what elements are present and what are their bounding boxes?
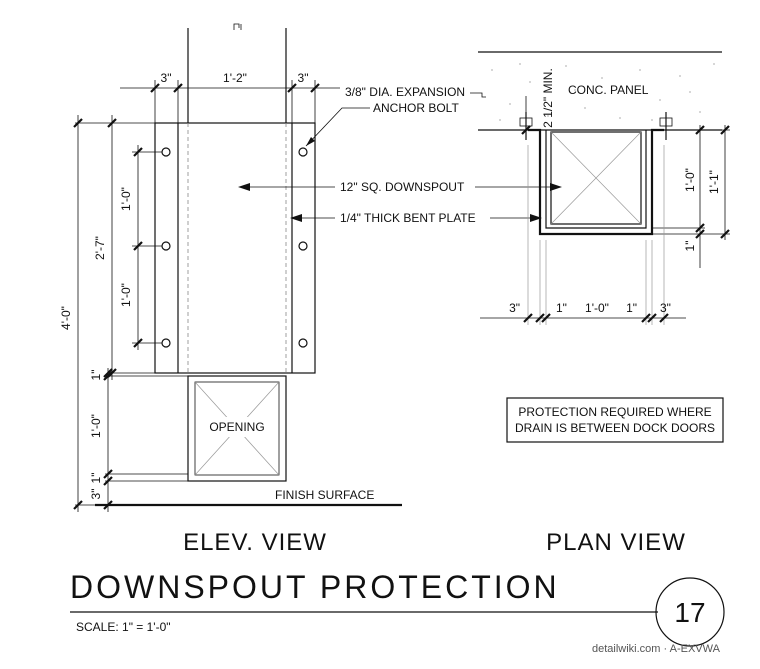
- dim-bottom-4: 3": [660, 301, 671, 315]
- top-dimensions: 3" 1'-2" 3": [120, 71, 340, 123]
- opening-dimensions: 1" 1'-0" 1" 3": [89, 368, 188, 512]
- detail-number: 17: [674, 597, 705, 628]
- dim-plate-height: 2'-7": [93, 236, 107, 260]
- anchor-bolt: [161, 338, 171, 348]
- dim-plate-thk: 1": [683, 241, 697, 252]
- plan-downspout: [550, 131, 642, 225]
- elevation-view-title: ELEV. VIEW: [183, 529, 327, 556]
- elevation-callouts: 3/8" DIA. EXPANSION ANCHOR BOLT 12" SQ. …: [238, 85, 562, 225]
- anchor-bolt: [298, 241, 308, 251]
- plan-depth-dimensions: 1'-0" 1'-1" 1": [652, 125, 730, 268]
- elevation-view: OPENING FINISH SURFACE 3" 1'-2" 3" 4: [59, 23, 562, 556]
- plan-view: CONC. PANEL 2 1/2" MIN.: [470, 51, 730, 556]
- bent-plate: [154, 122, 316, 374]
- concrete-panel: CONC. PANEL: [478, 51, 722, 131]
- anchor-bolt-callout-line1: 3/8" DIA. EXPANSION: [345, 85, 465, 99]
- watermark-credit: detailwiki.com · A-EXVWA: [592, 643, 721, 655]
- dim-gap-bottom: 1": [89, 473, 103, 484]
- min-clearance-dimension: 2 1/2" MIN.: [470, 68, 555, 140]
- finish-surface-label: FINISH SURFACE: [275, 488, 374, 502]
- anchor-bolt: [298, 338, 308, 348]
- anchor-bolt: [161, 147, 171, 157]
- dim-top-right: 3": [298, 71, 309, 85]
- dim-outer-depth: 1'-1": [707, 170, 721, 194]
- dim-bottom-1: 1": [556, 301, 567, 315]
- opening-frame: [187, 375, 287, 482]
- anchor-bolt-callout-line2: ANCHOR BOLT: [373, 101, 459, 115]
- dim-min-clearance: 2 1/2" MIN.: [541, 68, 555, 128]
- detail-title: DOWNSPOUT PROTECTION: [70, 569, 560, 605]
- title-block: DOWNSPOUT PROTECTION SCALE: 1" = 1'-0" 1…: [70, 569, 725, 655]
- note-line-1: PROTECTION REQUIRED WHERE: [518, 405, 711, 419]
- anchor-bolts: [161, 147, 308, 348]
- dim-top-left: 3": [161, 71, 172, 85]
- bent-plate-callout: 1/4" THICK BENT PLATE: [340, 211, 476, 225]
- dim-overall-height: 4'-0": [59, 306, 73, 330]
- dim-bottom-0: 3": [509, 301, 520, 315]
- dim-top-center: 1'-2": [223, 71, 247, 85]
- opening-label: OPENING: [209, 420, 264, 434]
- dim-gap-top: 1": [89, 370, 103, 381]
- dim-base: 3": [89, 489, 103, 500]
- dim-bottom-2: 1'-0": [585, 301, 609, 315]
- conc-panel-label: CONC. PANEL: [568, 83, 649, 97]
- plan-view-title: PLAN VIEW: [546, 529, 686, 556]
- dim-bolt-spacing-upper: 1'-0": [119, 187, 133, 211]
- dim-bolt-spacing-lower: 1'-0": [119, 283, 133, 307]
- plan-bottom-dimensions: 3" 1" 1'-0" 1" 3": [480, 145, 686, 325]
- dim-bottom-3: 1": [626, 301, 637, 315]
- anchor-bolt: [161, 241, 171, 251]
- bolt-spacing-dimension: 1'-0" 1'-0": [119, 145, 162, 350]
- protection-note: PROTECTION REQUIRED WHERE DRAIN IS BETWE…: [506, 397, 724, 443]
- note-line-2: DRAIN IS BETWEEN DOCK DOORS: [515, 421, 715, 435]
- plate-height-dimension: 2'-7": [93, 115, 155, 380]
- downspout-callout: 12" SQ. DOWNSPOUT: [340, 180, 465, 194]
- dim-inner-depth: 1'-0": [683, 168, 697, 192]
- anchor-bolt: [298, 147, 308, 157]
- overall-height-dimension: 4'-0": [59, 115, 155, 512]
- detail-number-bubble: [655, 577, 725, 647]
- dim-opening-height: 1'-0": [89, 414, 103, 438]
- scale-label: SCALE: 1" = 1'-0": [76, 620, 171, 634]
